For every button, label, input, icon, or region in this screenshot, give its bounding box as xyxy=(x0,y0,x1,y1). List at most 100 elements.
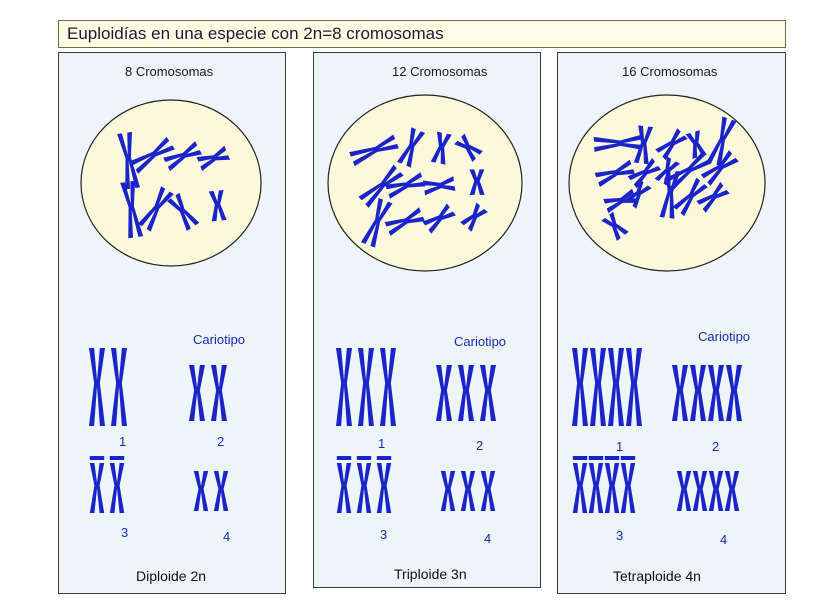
chromatid-pair xyxy=(458,365,474,421)
pair-label-1: 1 xyxy=(616,439,623,454)
karyotype-chromosome xyxy=(214,471,228,511)
chromosome-count-label: 12 Cromosomas xyxy=(392,64,487,79)
karyotype-label: Cariotipo xyxy=(454,334,506,349)
ploidy-label: Triploide 3n xyxy=(394,566,467,582)
karyotype-chromosome xyxy=(590,348,606,426)
karyotype-chromosome xyxy=(677,471,691,511)
karyotype-group-4 xyxy=(677,471,739,511)
karyotype-group-3 xyxy=(573,456,635,513)
satellite xyxy=(337,456,351,460)
figure-title: Euploidías en una especie con 2n=8 cromo… xyxy=(58,20,786,48)
chromatid-pair xyxy=(194,471,208,511)
karyotype-tetraploid xyxy=(572,348,742,513)
chromosome-count-label: 16 Cromosomas xyxy=(622,64,717,79)
karyotype-group-3 xyxy=(90,456,124,513)
chromatid-pair xyxy=(337,463,351,513)
chromatid-pair xyxy=(110,463,124,513)
ploidy-label: Tetraploide 4n xyxy=(613,568,701,584)
chromatid-pair xyxy=(626,348,642,426)
chromatid-pair xyxy=(336,348,352,426)
chromatid-pair xyxy=(573,463,587,513)
cell-outline xyxy=(81,100,261,266)
karyotype-chromosome xyxy=(693,471,707,511)
karyotype-group-2 xyxy=(189,365,227,421)
pair-label-1: 1 xyxy=(378,436,385,451)
panel-tetraploid-drawing xyxy=(558,53,787,595)
panel-diploid: 8 Cromosomas Cariotipo 1 2 3 4 Diploide … xyxy=(58,52,286,594)
chromatid-pair xyxy=(461,471,475,511)
satellite xyxy=(605,456,619,460)
karyotype-group-1 xyxy=(336,348,396,426)
chromatid-pair xyxy=(481,471,495,511)
chromatid-pair xyxy=(725,471,739,511)
karyotype-chromosome xyxy=(461,471,475,511)
karyotype-chromosome xyxy=(458,365,474,421)
karyotype-diploid xyxy=(89,348,228,513)
chromatid-pair xyxy=(590,348,606,426)
karyotype-chromosome xyxy=(111,348,127,426)
karyotype-chromosome xyxy=(605,463,619,513)
chromatid-pair xyxy=(572,348,588,426)
karyotype-chromosome xyxy=(380,348,396,426)
chromatid-pair xyxy=(677,471,691,511)
chromatid-pair xyxy=(693,471,707,511)
satellite xyxy=(110,456,124,460)
karyotype-chromosome xyxy=(89,348,105,426)
satellite xyxy=(589,456,603,460)
cell-triploid xyxy=(328,95,522,271)
chromatid-pair xyxy=(621,463,635,513)
karyotype-label: Cariotipo xyxy=(193,332,245,347)
chromatid-pair xyxy=(709,471,723,511)
karyotype-chromosome xyxy=(189,365,205,421)
satellite xyxy=(573,456,587,460)
karyotype-chromosome xyxy=(377,463,391,513)
karyotype-group-2 xyxy=(436,365,496,421)
karyotype-chromosome xyxy=(709,471,723,511)
karyotype-chromosome xyxy=(337,463,351,513)
karyotype-chromosome xyxy=(608,348,624,426)
satellite xyxy=(377,456,391,460)
chromatid-pair xyxy=(589,463,603,513)
karyotype-label: Cariotipo xyxy=(698,329,750,344)
karyotype-chromosome xyxy=(481,471,495,511)
pair-label-4: 4 xyxy=(223,529,230,544)
karyotype-chromosome xyxy=(357,463,371,513)
chromatid-pair xyxy=(441,471,455,511)
karyotype-chromosome xyxy=(626,348,642,426)
panel-triploid: 12 Cromosomas Cariotipo 1 2 3 4 Triploid… xyxy=(313,52,541,588)
chromatid-pair xyxy=(214,471,228,511)
chromatid-pair xyxy=(708,365,724,421)
karyotype-triploid xyxy=(336,348,496,513)
karyotype-chromosome xyxy=(358,348,374,426)
karyotype-chromosome xyxy=(725,471,739,511)
chromatid-pair xyxy=(189,365,205,421)
chromatid-pair xyxy=(605,463,619,513)
chromatid-pair xyxy=(380,348,396,426)
pair-label-4: 4 xyxy=(484,531,491,546)
karyotype-chromosome xyxy=(589,463,603,513)
karyotype-group-4 xyxy=(441,471,495,511)
chromatid-pair xyxy=(90,463,104,513)
chromatid-pair xyxy=(357,463,371,513)
chromatid-pair xyxy=(608,348,624,426)
chromosome-count-label: 8 Cromosomas xyxy=(125,64,213,79)
karyotype-group-2 xyxy=(672,365,742,421)
pair-label-3: 3 xyxy=(380,527,387,542)
pair-label-2: 2 xyxy=(217,434,224,449)
panel-diploid-drawing xyxy=(59,53,287,595)
pair-label-4: 4 xyxy=(720,532,727,547)
karyotype-chromosome xyxy=(110,463,124,513)
karyotype-chromosome xyxy=(690,365,706,421)
satellite xyxy=(90,456,104,460)
karyotype-group-4 xyxy=(194,471,228,511)
chromatid-pair xyxy=(690,365,706,421)
chromatid-pair xyxy=(726,365,742,421)
karyotype-chromosome xyxy=(573,463,587,513)
karyotype-chromosome xyxy=(480,365,496,421)
karyotype-chromosome xyxy=(726,365,742,421)
karyotype-group-3 xyxy=(337,456,391,513)
chromatid-pair xyxy=(436,365,452,421)
pair-label-3: 3 xyxy=(121,525,128,540)
pair-label-1: 1 xyxy=(119,434,126,449)
